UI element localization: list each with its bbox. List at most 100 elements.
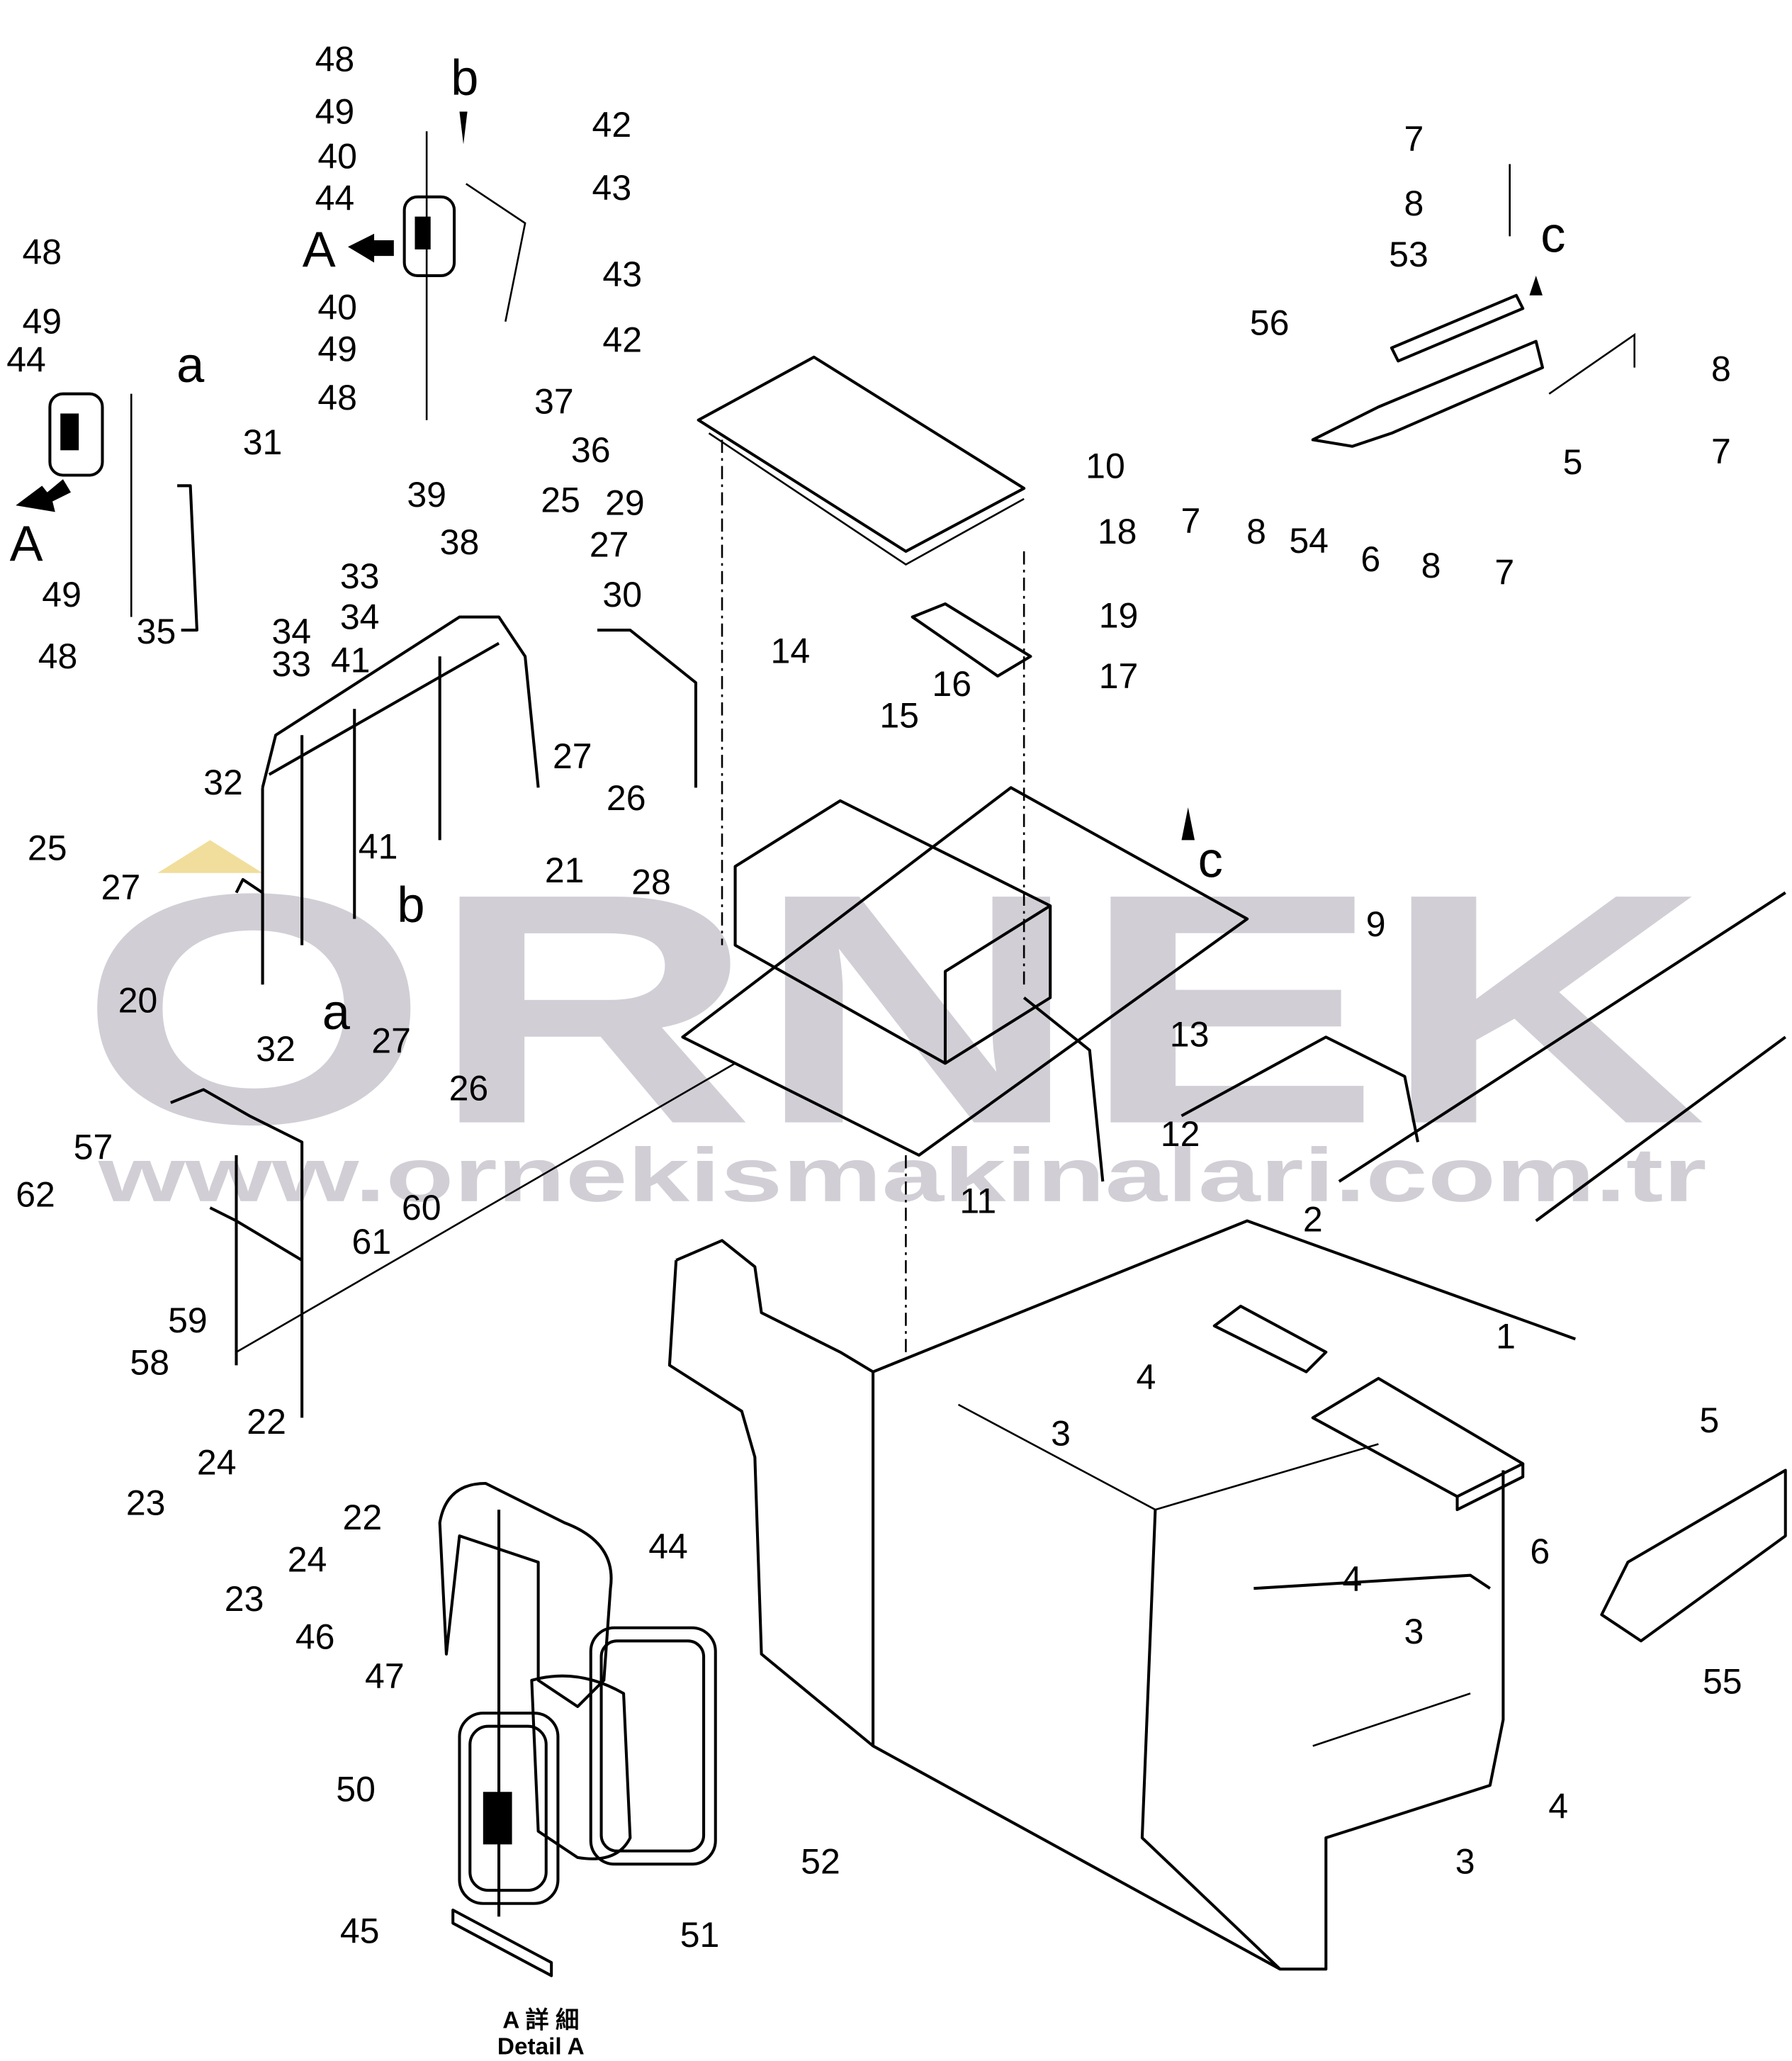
callout-43: 43 — [592, 168, 632, 208]
callout-9: 9 — [1366, 904, 1386, 944]
callout-48: 48 — [22, 232, 62, 272]
callout-51: 51 — [680, 1915, 720, 1955]
callout-8: 8 — [1246, 512, 1266, 551]
callout-45: 45 — [340, 1911, 380, 1951]
callout-30: 30 — [602, 575, 642, 614]
callout-b: b — [451, 49, 478, 105]
callout-a: a — [322, 984, 351, 1040]
callout-c: c — [1540, 207, 1565, 263]
callout-31: 31 — [243, 422, 283, 462]
callout-48: 48 — [38, 636, 78, 676]
callout-11: 11 — [959, 1181, 996, 1221]
handrail-20 — [170, 877, 736, 1418]
handrail-21 — [261, 615, 697, 985]
callout-28: 28 — [631, 863, 671, 902]
callout-12: 12 — [1161, 1114, 1200, 1154]
callout-53: 53 — [1389, 235, 1428, 274]
watermark-logo: ORNEK — [79, 826, 1706, 1193]
callout-39: 39 — [407, 475, 446, 515]
callout-35: 35 — [137, 612, 176, 651]
callout-A: A — [10, 515, 43, 571]
mirror-bracket-upper — [347, 111, 526, 420]
callout-8: 8 — [1421, 546, 1441, 585]
callout-43: 43 — [602, 254, 642, 294]
callout-b: b — [397, 876, 424, 932]
callout-49: 49 — [22, 302, 62, 342]
callout-34: 34 — [271, 612, 311, 651]
callout-29: 29 — [605, 483, 645, 522]
callout-34: 34 — [340, 597, 380, 636]
callout-21: 21 — [545, 850, 585, 890]
callout-19: 19 — [1099, 596, 1139, 636]
cover-10 — [697, 355, 1026, 985]
callout-49: 49 — [315, 91, 355, 131]
callout-49: 49 — [42, 575, 81, 614]
callout-48: 48 — [317, 378, 357, 417]
caption-line-2: Detail A — [497, 2034, 585, 2060]
callout-23: 23 — [225, 1579, 264, 1619]
callout-7: 7 — [1181, 501, 1201, 541]
callout-2: 2 — [1303, 1200, 1323, 1240]
callout-25: 25 — [541, 481, 580, 520]
callout-8: 8 — [1404, 184, 1424, 223]
callout-18: 18 — [1098, 512, 1137, 551]
callout-5: 5 — [1563, 442, 1583, 482]
callout-4: 4 — [1548, 1787, 1568, 1826]
callout-23: 23 — [126, 1483, 166, 1523]
callout-8: 8 — [1711, 349, 1731, 388]
callout-50: 50 — [336, 1770, 376, 1809]
callout-38: 38 — [440, 522, 480, 562]
callout-27: 27 — [101, 867, 141, 907]
callout-A: A — [303, 221, 336, 277]
callout-49: 49 — [317, 330, 357, 369]
callout-33: 33 — [340, 556, 380, 596]
callout-a: a — [176, 337, 205, 393]
callout-48: 48 — [315, 39, 355, 79]
callout-25: 25 — [28, 828, 67, 867]
callout-3: 3 — [1051, 1414, 1071, 1454]
callout-40: 40 — [317, 287, 357, 327]
callout-42: 42 — [592, 105, 632, 145]
callout-22: 22 — [343, 1498, 383, 1537]
callout-22: 22 — [247, 1402, 286, 1442]
callout-41: 41 — [331, 641, 371, 680]
callout-5: 5 — [1699, 1400, 1719, 1440]
callout-24: 24 — [197, 1442, 237, 1482]
mirror-bracket-left — [16, 392, 198, 632]
callout-15: 15 — [879, 695, 919, 735]
callout-36: 36 — [571, 430, 611, 470]
callout-4: 4 — [1342, 1559, 1362, 1599]
watermark-mark — [157, 840, 263, 873]
callout-57: 57 — [74, 1128, 113, 1167]
callout-33: 33 — [271, 644, 311, 684]
watermark: ORNEK www.ornekismakinalari.com.tr — [79, 826, 1706, 1218]
callout-26: 26 — [607, 778, 646, 818]
base-plate-9 — [681, 786, 1786, 1352]
callout-27: 27 — [590, 525, 629, 565]
bracket-56 — [1181, 164, 1635, 841]
callout-1: 1 — [1496, 1316, 1516, 1356]
callout-7: 7 — [1404, 119, 1424, 159]
callout-58: 58 — [130, 1343, 169, 1383]
callout-27: 27 — [371, 1021, 411, 1061]
callout-44: 44 — [648, 1527, 688, 1566]
callout-3: 3 — [1404, 1612, 1424, 1651]
caption-line-1: A 詳 細 — [502, 2008, 579, 2034]
callout-52: 52 — [801, 1841, 840, 1881]
callout-40: 40 — [317, 136, 357, 176]
callout-46: 46 — [295, 1617, 335, 1657]
plates-1-2 — [1212, 1304, 1787, 1643]
mirror-detail-a — [438, 1481, 717, 1977]
frame-body — [667, 1219, 1576, 1971]
callout-47: 47 — [365, 1656, 405, 1696]
callout-37: 37 — [534, 382, 574, 422]
callout-16: 16 — [932, 664, 971, 704]
callout-55: 55 — [1703, 1662, 1742, 1702]
callout-44: 44 — [6, 339, 46, 379]
callout-56: 56 — [1250, 303, 1290, 343]
callout-10: 10 — [1086, 446, 1125, 485]
callout-6: 6 — [1360, 539, 1380, 579]
callout-60: 60 — [402, 1188, 441, 1228]
callout-24: 24 — [288, 1539, 327, 1579]
